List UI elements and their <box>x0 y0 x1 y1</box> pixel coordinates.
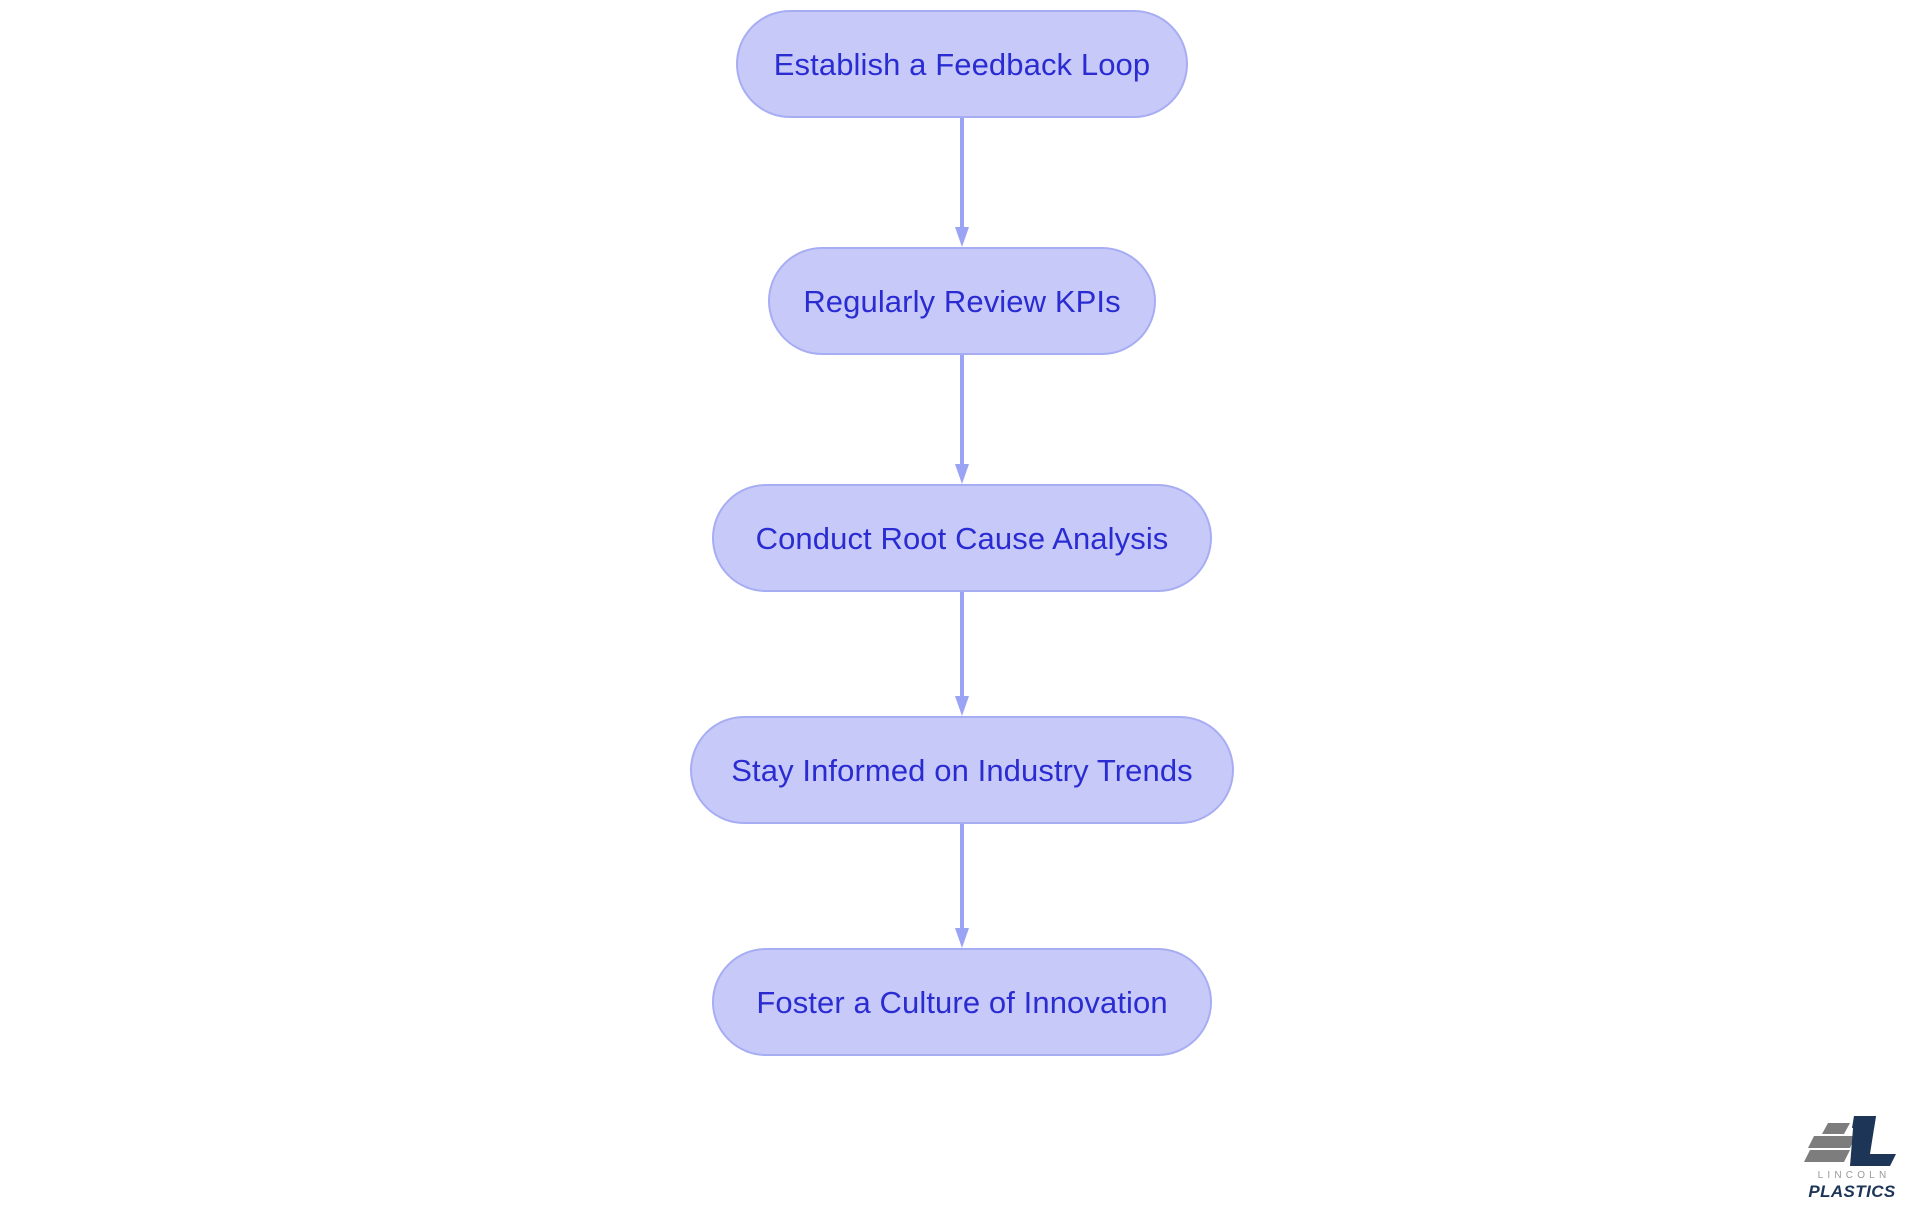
logo-text-lincoln: LINCOLN <box>1817 1170 1891 1181</box>
flow-node-conduct-root-cause-analysis[interactable]: Conduct Root Cause Analysis <box>712 484 1212 592</box>
lincoln-plastics-logo: LINCOLN PLASTICS <box>1798 1112 1906 1204</box>
arrow-stem <box>960 118 964 227</box>
arrow-stem <box>960 592 964 696</box>
flow-node-label: Foster a Culture of Innovation <box>756 984 1168 1020</box>
flow-arrow-4-to-5 <box>955 824 969 948</box>
logo-text-plastics: PLASTICS <box>1808 1182 1896 1201</box>
flow-node-regularly-review-kpis[interactable]: Regularly Review KPIs <box>768 247 1156 355</box>
arrow-head-icon <box>955 696 969 716</box>
logo-mark-icon <box>1798 1112 1906 1174</box>
arrow-head-icon <box>955 227 969 247</box>
flow-node-label: Stay Informed on Industry Trends <box>731 752 1193 788</box>
arrow-head-icon <box>955 928 969 948</box>
arrow-stem <box>960 355 964 464</box>
arrow-stem <box>960 824 964 928</box>
flow-node-establish-feedback-loop[interactable]: Establish a Feedback Loop <box>736 10 1188 118</box>
flow-arrow-2-to-3 <box>955 355 969 484</box>
flow-node-label: Regularly Review KPIs <box>803 283 1121 319</box>
flow-arrow-1-to-2 <box>955 118 969 247</box>
flow-arrow-3-to-4 <box>955 592 969 716</box>
logo-wordmark: LINCOLN PLASTICS <box>1798 1170 1906 1201</box>
flow-node-label: Conduct Root Cause Analysis <box>755 520 1169 556</box>
arrow-head-icon <box>955 464 969 484</box>
flow-node-label: Establish a Feedback Loop <box>773 46 1151 82</box>
flow-node-stay-informed-industry-trends[interactable]: Stay Informed on Industry Trends <box>690 716 1234 824</box>
flow-node-foster-culture-of-innovation[interactable]: Foster a Culture of Innovation <box>712 948 1212 1056</box>
